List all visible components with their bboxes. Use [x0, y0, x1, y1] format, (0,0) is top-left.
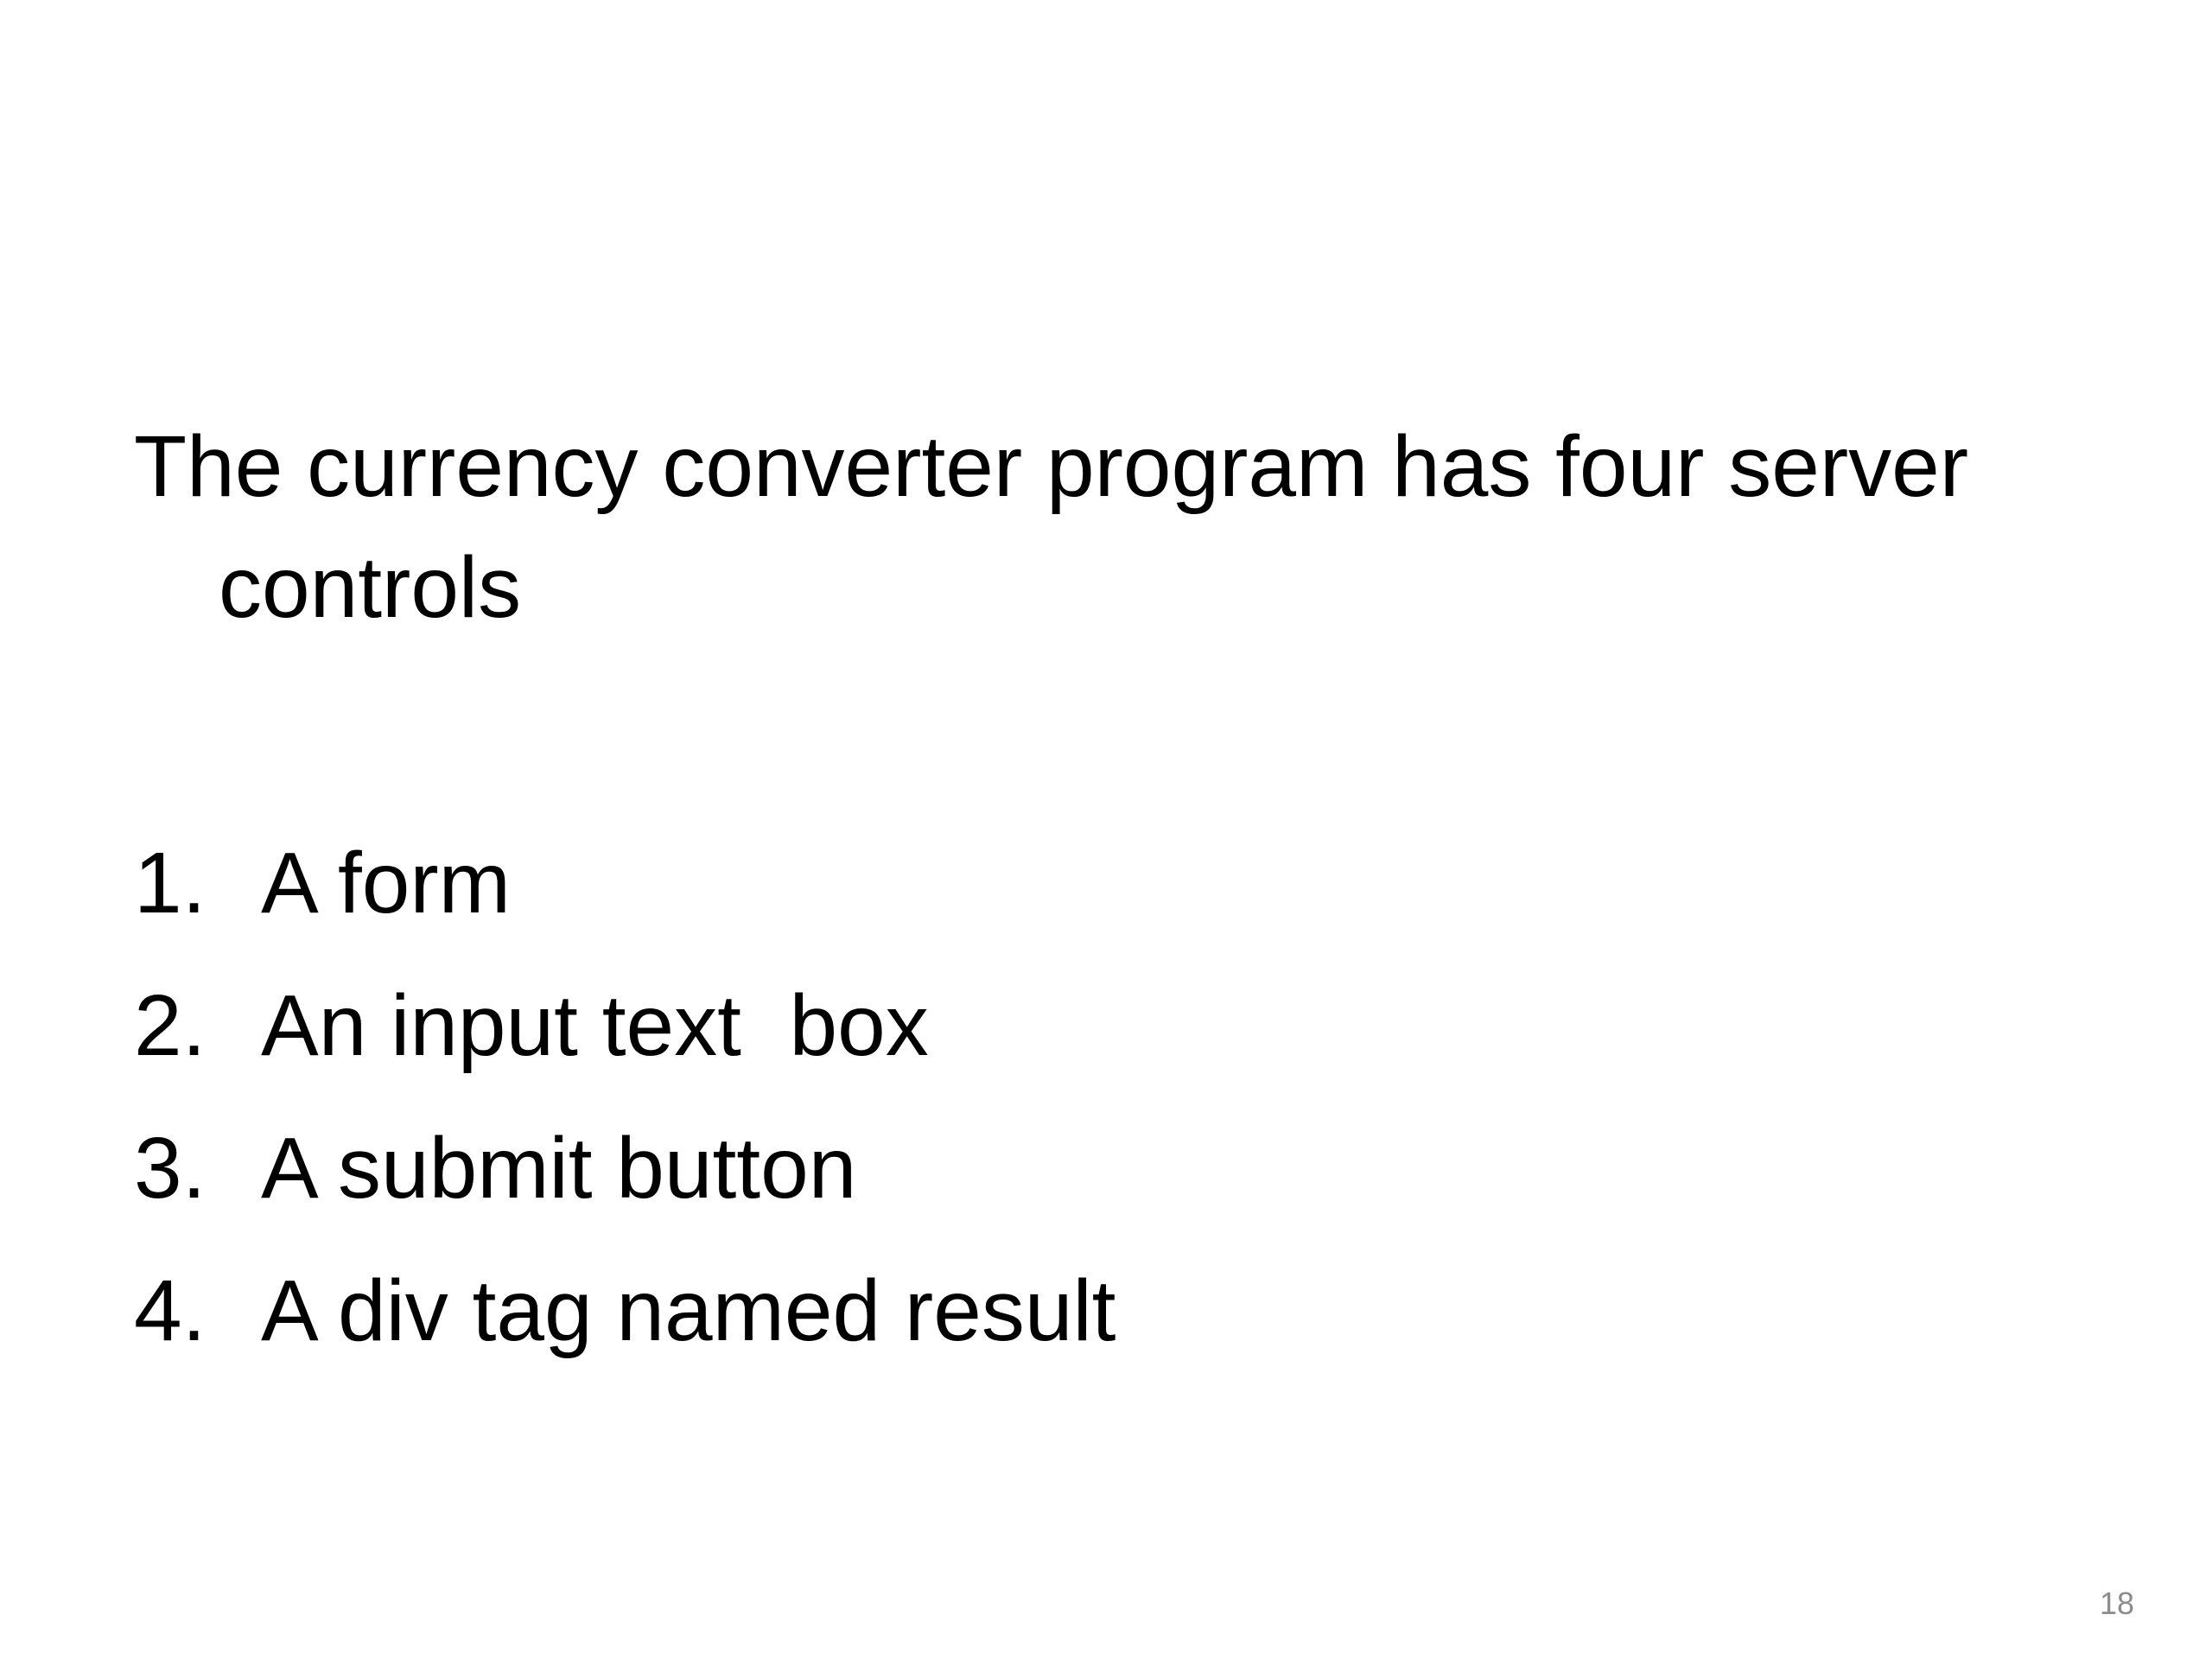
list-item: 1. A form — [134, 812, 1116, 955]
list-item-number: 3. — [134, 1120, 207, 1217]
list-item-text: A div tag named result — [261, 1262, 1116, 1359]
intro-line-1: The currency converter program has four … — [134, 418, 1969, 515]
server-controls-list: 1. A form 2. An input text box 3. A subm… — [134, 812, 1116, 1382]
list-item-text: A form — [261, 835, 511, 931]
intro-line-2: controls — [219, 539, 522, 636]
list-item-number: 2. — [134, 977, 207, 1074]
page-number: 18 — [2099, 1586, 2134, 1621]
list-item: 3. A submit button — [134, 1097, 1116, 1240]
list-item-text: An input text box — [261, 977, 929, 1074]
list-item: 2. An input text box — [134, 955, 1116, 1097]
intro-paragraph: The currency converter program has four … — [134, 406, 2121, 648]
list-item: 4. A div tag named result — [134, 1240, 1116, 1382]
list-item-text: A submit button — [261, 1120, 857, 1217]
list-item-number: 1. — [134, 835, 207, 931]
list-item-number: 4. — [134, 1262, 207, 1359]
